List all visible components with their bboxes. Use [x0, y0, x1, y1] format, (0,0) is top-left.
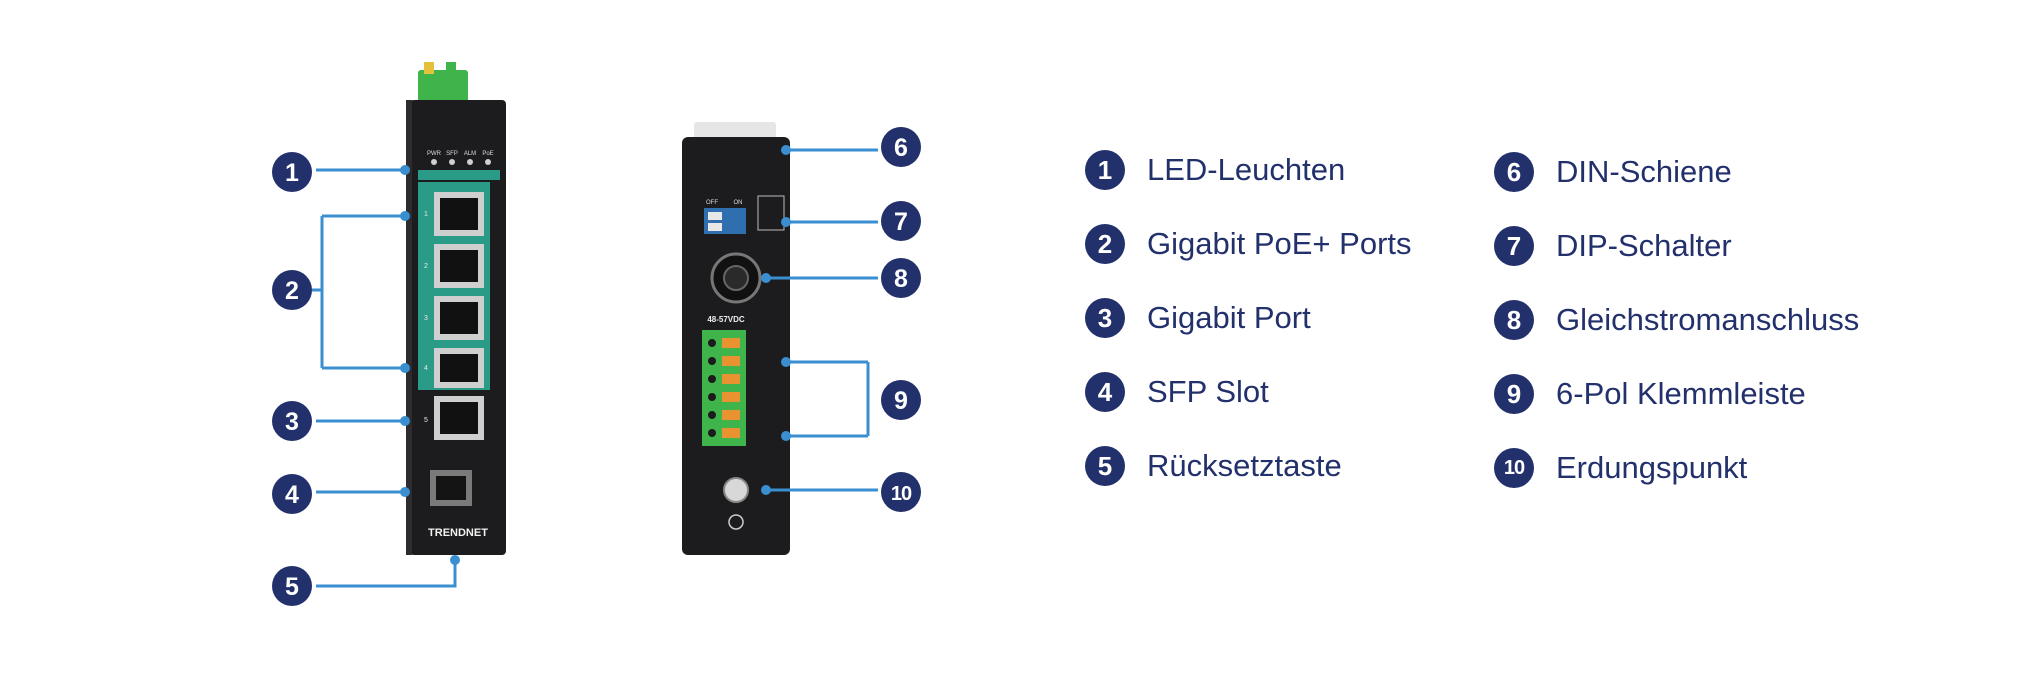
led-label: PoE [482, 151, 493, 157]
callout-4: 4 [272, 474, 312, 514]
dip-label: ON [734, 200, 743, 206]
callout-3: 3 [272, 401, 312, 441]
callout-2: 2 [272, 270, 312, 310]
device-back: OFF ON 48-57VDC [682, 122, 790, 555]
legend-item-4: 4 SFP Slot [1085, 368, 1269, 416]
led-label: PWR [427, 151, 442, 157]
callout-6: 6 [881, 127, 921, 167]
ethernet-port [434, 396, 484, 440]
legend-item-1: 1 LED-Leuchten [1085, 146, 1345, 194]
svg-text:9: 9 [894, 387, 908, 415]
legend-label: LED-Leuchten [1147, 152, 1346, 187]
ethernet-port [434, 192, 484, 236]
legend-number: 10 [1494, 448, 1534, 488]
device-front: PWR SFP ALM PoE 1 2 3 4 5 [406, 62, 506, 555]
svg-text:10: 10 [891, 483, 912, 505]
leader-endpoints [400, 145, 791, 565]
legend-number: 6 [1494, 152, 1534, 192]
svg-text:2: 2 [285, 277, 299, 305]
legend-item-5: 5 Rücksetztaste [1085, 442, 1342, 490]
terminal-block [702, 330, 746, 446]
port-number: 2 [424, 263, 428, 270]
callout-9: 9 [881, 380, 921, 420]
voltage-label: 48-57VDC [707, 315, 745, 324]
callout-10: 10 [881, 472, 921, 512]
leader-line-5 [316, 560, 457, 588]
legend-label: Gleichstromanschluss [1556, 302, 1860, 337]
dip-switch [704, 195, 785, 234]
legend-number: 4 [1085, 372, 1125, 412]
port-number: 3 [424, 315, 428, 322]
svg-text:6: 6 [894, 134, 908, 162]
svg-text:1: 1 [285, 159, 299, 187]
legend-label: Gigabit PoE+ Ports [1147, 226, 1412, 261]
legend-item-10: 10 Erdungspunkt [1494, 444, 1747, 492]
legend-item-3: 3 Gigabit Port [1085, 294, 1311, 342]
legend-label: Erdungspunkt [1556, 450, 1748, 485]
port-number: 4 [424, 365, 428, 372]
legend-number: 7 [1494, 226, 1534, 266]
legend-label: DIN-Schiene [1556, 154, 1732, 189]
ethernet-port [434, 348, 484, 388]
svg-text:8: 8 [894, 265, 908, 293]
legend-number: 9 [1494, 374, 1534, 414]
legend-label: SFP Slot [1147, 374, 1269, 409]
callout-8: 8 [881, 258, 921, 298]
led-label: ALM [464, 151, 476, 157]
legend-number: 5 [1085, 446, 1125, 486]
callout-5: 5 [272, 566, 312, 606]
legend-label: DIP-Schalter [1556, 228, 1732, 263]
legend-item-2: 2 Gigabit PoE+ Ports [1085, 220, 1412, 268]
dip-label: OFF [706, 200, 718, 206]
legend-number: 1 [1085, 150, 1125, 190]
callout-7: 7 [881, 201, 921, 241]
svg-text:4: 4 [285, 481, 299, 509]
legend-item-9: 9 6-Pol Klemmleiste [1494, 370, 1806, 418]
legend-label: Rücksetztaste [1147, 448, 1342, 483]
callout-1: 1 [272, 152, 312, 192]
led-indicators [431, 159, 491, 165]
legend-item-6: 6 DIN-Schiene [1494, 148, 1732, 196]
ethernet-port [434, 296, 484, 340]
grounding-screw [723, 477, 749, 530]
sfp-slot [430, 470, 472, 506]
legend-number: 3 [1085, 298, 1125, 338]
svg-text:3: 3 [285, 408, 299, 436]
legend-item-7: 7 DIP-Schalter [1494, 222, 1732, 270]
leader-lines [312, 148, 878, 588]
port-number: 5 [424, 417, 428, 424]
legend-number: 2 [1085, 224, 1125, 264]
ethernet-ports [434, 192, 484, 440]
legend-number: 8 [1494, 300, 1534, 340]
ethernet-port [434, 244, 484, 288]
led-label: SFP [446, 151, 458, 157]
dc-jack [710, 252, 762, 304]
svg-text:7: 7 [894, 208, 908, 236]
legend-item-8: 8 Gleichstromanschluss [1494, 296, 1859, 344]
legend-label: Gigabit Port [1147, 300, 1311, 335]
svg-text:5: 5 [285, 573, 299, 601]
legend-label: 6-Pol Klemmleiste [1556, 376, 1806, 411]
brand-logo: TRENDNET [428, 527, 488, 539]
port-number: 1 [424, 211, 428, 218]
